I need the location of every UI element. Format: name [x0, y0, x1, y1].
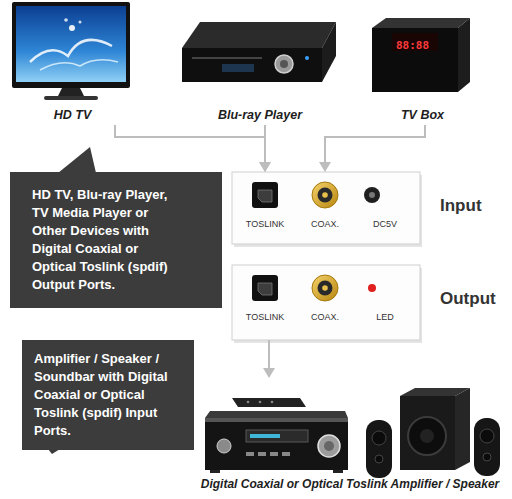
arrow-head — [319, 162, 331, 172]
connector-line — [115, 125, 265, 164]
connector-arrow — [319, 125, 425, 172]
port-label-row: TOSLINKCOAX.LED — [232, 311, 420, 323]
connector-line — [264, 125, 266, 164]
arrow-head — [259, 162, 271, 172]
source-device: Blu-ray Player — [180, 0, 340, 125]
connector-line — [325, 125, 425, 164]
connector-arrow — [263, 340, 275, 378]
device-caption: HD TV — [54, 108, 92, 123]
source-device: TV Box — [365, 0, 480, 125]
panel-heading: Output — [440, 289, 510, 309]
arrow-head — [259, 162, 271, 172]
port-label: DC5V — [355, 218, 415, 230]
device-caption: Blu-ray Player — [218, 108, 302, 123]
port-label: COAX. — [295, 311, 355, 323]
converter-input-body — [232, 172, 422, 247]
converter-input-panel: InputTOSLINKCOAX.DC5V — [232, 172, 420, 244]
arrow-head — [263, 368, 275, 378]
source-device: HD TV — [10, 0, 135, 125]
device-caption: Digital Coaxial or Optical Toslink Ampli… — [201, 477, 500, 492]
connector-arrow — [259, 125, 271, 172]
amplifier-picture — [205, 398, 348, 473]
panel-heading: Input — [440, 196, 510, 216]
connector-arrow — [115, 125, 271, 172]
callout-box: HD TV, Blu-ray Player, TV Media Player o… — [10, 172, 222, 308]
port-label: TOSLINK — [235, 218, 295, 230]
port-label-row: TOSLINKCOAX.DC5V — [232, 218, 420, 230]
converter-output-body — [232, 265, 422, 343]
output-device-group: Digital Coaxial or Optical Toslink Ampli… — [196, 378, 504, 494]
bluray-player-picture — [182, 22, 336, 82]
connector-line — [268, 340, 270, 370]
port-label: TOSLINK — [235, 311, 295, 323]
display-wrap: 88:88 — [396, 35, 429, 53]
display-digits: 88:88 — [396, 39, 429, 52]
device-caption: TV Box — [401, 108, 444, 123]
callout-text: HD TV, Blu-ray Player, TV Media Player o… — [32, 186, 182, 294]
port-label: COAX. — [295, 218, 355, 230]
tv-picture — [12, 2, 130, 100]
callout-tail — [58, 147, 98, 173]
callout-tail — [40, 439, 80, 465]
callout-text: Amplifier / Speaker / Soundbar with Digi… — [34, 350, 182, 440]
converter-output-panel: OutputTOSLINKCOAX.LED — [232, 265, 420, 340]
speaker-picture — [366, 388, 500, 478]
callout-box: Amplifier / Speaker / Soundbar with Digi… — [22, 340, 194, 450]
port-label: LED — [355, 311, 415, 323]
tv-box-picture — [372, 18, 470, 92]
